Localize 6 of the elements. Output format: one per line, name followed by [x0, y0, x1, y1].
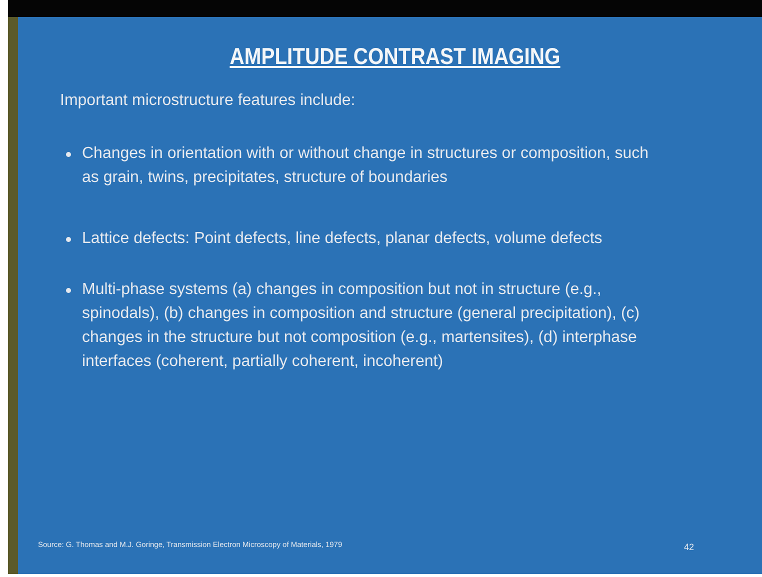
page-number: 42 — [684, 542, 696, 554]
bullet-text: Changes in orientation with or without change in structures or composition, such as grain, twins, precipitates, structure of boundaries — [82, 144, 650, 188]
intro-text: Important microstructure features include: — [60, 91, 356, 111]
bullet-text: Multi-phase systems (a) changes in composition but not in structure (e.g., spinodals), (b) changes in composition and structure (general precipitation), (c) changes in the structure but not composition (e.g., martensites), (d) interphase interfaces (coherent, partially coherent, incoherent) — [82, 280, 641, 372]
bullet-text: Lattice defects: Point defects, line defects, planar defects, volume defects — [82, 229, 604, 249]
slide-title: AMPLITUDE CONTRAST IMAGING — [228, 43, 562, 70]
